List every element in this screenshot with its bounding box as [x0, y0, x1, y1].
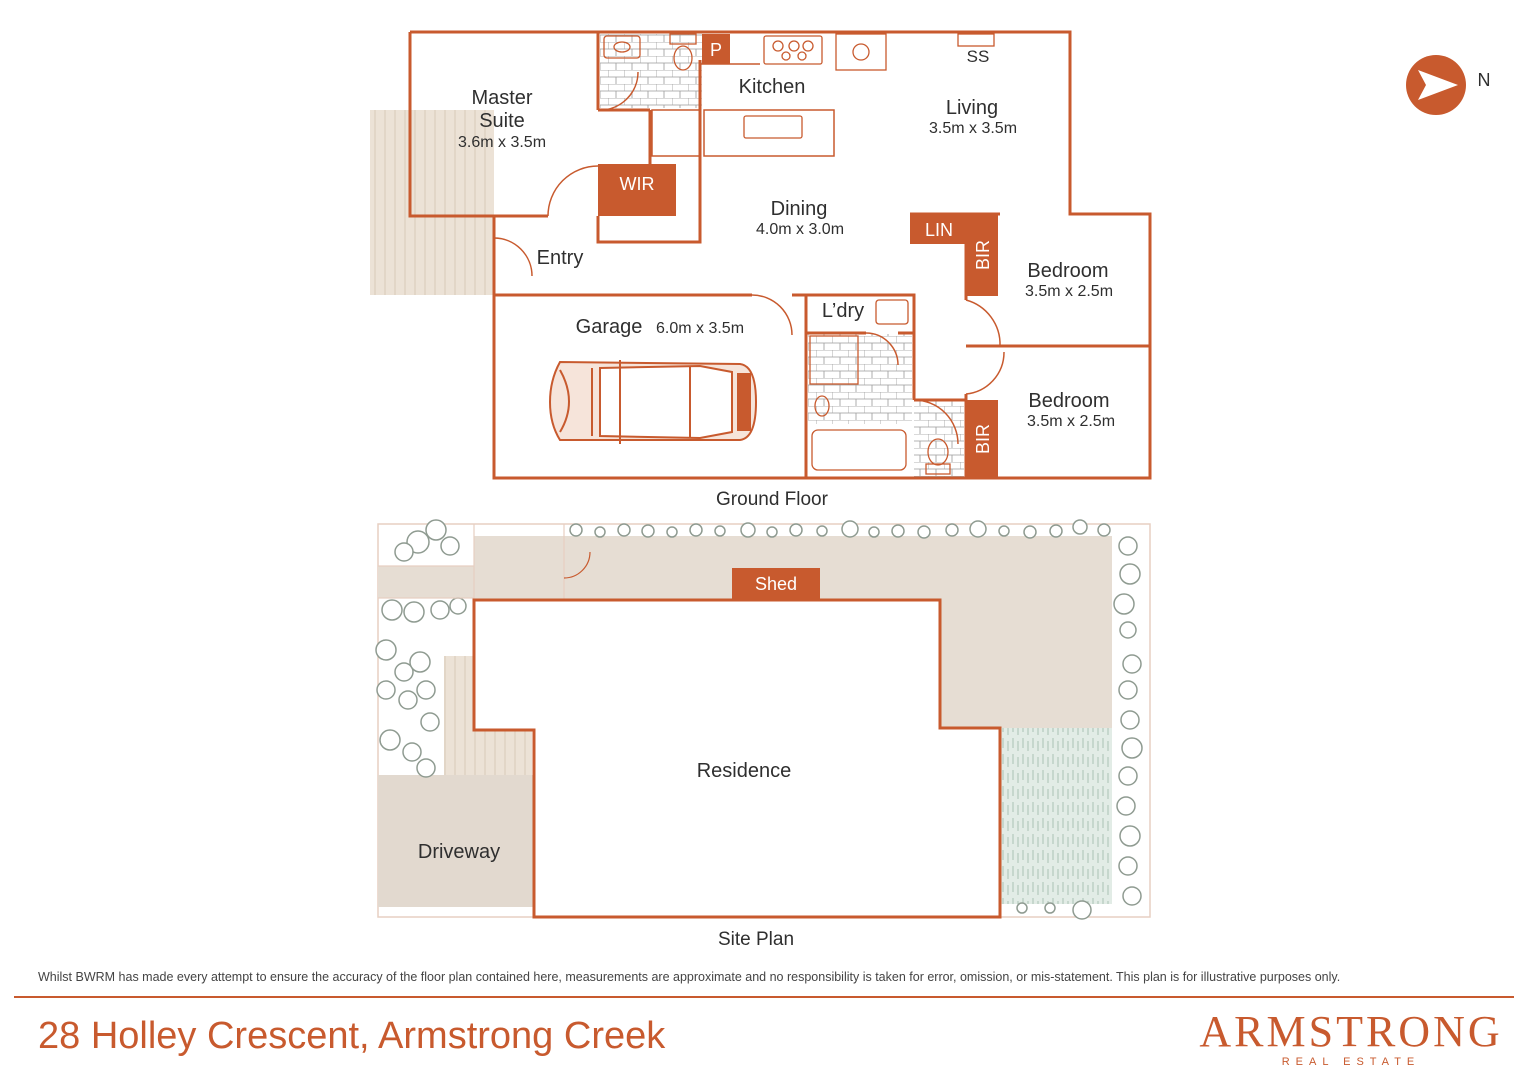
compass-icon: N — [1406, 55, 1491, 115]
disclaimer-text: Whilst BWRM has made every attempt to en… — [38, 970, 1341, 984]
toilet-icon-2 — [927, 438, 949, 466]
bathtub-icon — [811, 429, 907, 471]
brand-subtitle: REAL ESTATE — [1281, 1056, 1421, 1068]
door-swing — [965, 351, 1005, 395]
shrubs — [375, 519, 1143, 920]
kitchen-island — [703, 109, 835, 157]
garage-dims: 6.0m x 3.5m — [656, 320, 744, 337]
toilet-cistern-2 — [925, 463, 951, 475]
brand-name: ARMSTRONG — [1199, 1007, 1503, 1056]
bir-tag-1: BIR — [973, 240, 993, 270]
ensuite-vanity — [603, 35, 641, 59]
driveway-area — [378, 775, 534, 907]
kitchen-label: Kitchen — [739, 76, 806, 98]
residence-outline — [472, 598, 1002, 919]
basin-icon — [613, 41, 631, 53]
living-label: Living — [946, 97, 998, 119]
floor-plan-drawing: P WIR LIN BIR BIR SS Master Suite 3.6m x… — [370, 30, 1491, 950]
master-label-1: Master — [471, 87, 532, 109]
kitchen-sink-icon — [743, 115, 803, 139]
paving-west-strip — [378, 566, 474, 598]
bir-tag-2: BIR — [973, 424, 993, 454]
cooktop-icon — [763, 35, 823, 65]
ground-floor: P WIR LIN BIR BIR SS Master Suite 3.6m x… — [370, 30, 1152, 510]
lawn-area — [1000, 728, 1112, 904]
door-swing — [965, 299, 1001, 347]
shed-label: Shed — [755, 574, 797, 594]
hedge-dots — [569, 519, 1111, 914]
door-swing — [547, 165, 599, 217]
toilet-icon — [673, 45, 693, 71]
footer-divider — [14, 996, 1514, 998]
door-swing — [493, 237, 533, 277]
door-swing — [751, 294, 793, 336]
dining-dims: 4.0m x 3.0m — [756, 221, 844, 238]
site-plan-caption: Site Plan — [718, 929, 794, 950]
ss-box — [957, 33, 995, 47]
toilet-cistern — [669, 33, 697, 45]
driveway-label: Driveway — [418, 841, 500, 863]
master-dims: 3.6m x 3.5m — [458, 134, 546, 151]
residence-label: Residence — [697, 760, 792, 782]
entry-label: Entry — [537, 247, 584, 269]
room-tags — [598, 34, 998, 478]
brand-logo: ARMSTRONG REAL ESTATE — [1186, 1007, 1516, 1069]
site-plan: Shed Residence Driveway Site Plan — [375, 519, 1151, 950]
ground-floor-caption: Ground Floor — [716, 489, 829, 510]
garage-label: Garage — [576, 316, 643, 338]
lin-tag: LIN — [925, 220, 953, 240]
property-address: 28 Holley Crescent, Armstrong Creek — [38, 1015, 666, 1057]
bedroom-2-dims: 3.5m x 2.5m — [1027, 413, 1115, 430]
ss-label: SS — [967, 47, 990, 66]
wir-tag: WIR — [620, 174, 655, 194]
gate-swing — [563, 551, 591, 579]
laundry-wall — [806, 293, 916, 400]
bedroom-1-dims: 3.5m x 2.5m — [1025, 283, 1113, 300]
master-label-2: Suite — [479, 110, 525, 132]
car-icon — [548, 360, 758, 444]
bedroom-1-label: Bedroom — [1027, 260, 1108, 282]
shower-icon — [809, 335, 859, 385]
door-swing — [913, 399, 959, 445]
deck-area — [370, 110, 494, 295]
bedroom-2-label: Bedroom — [1028, 390, 1109, 412]
laundry-label: L’dry — [822, 300, 864, 322]
pantry-tag: P — [710, 40, 722, 60]
bath-basin-icon — [814, 395, 830, 417]
bathroom-tiles — [808, 334, 912, 424]
shed-box — [732, 568, 820, 600]
dining-label: Dining — [771, 198, 828, 220]
shower-box — [651, 109, 701, 157]
door-swing — [599, 71, 639, 111]
laundry-tub-icon — [875, 299, 909, 325]
compass-label: N — [1478, 70, 1491, 90]
oven-icon — [835, 33, 887, 71]
living-dims: 3.5m x 3.5m — [929, 120, 1017, 137]
paving-east — [940, 536, 1112, 728]
door-swing — [865, 332, 899, 366]
